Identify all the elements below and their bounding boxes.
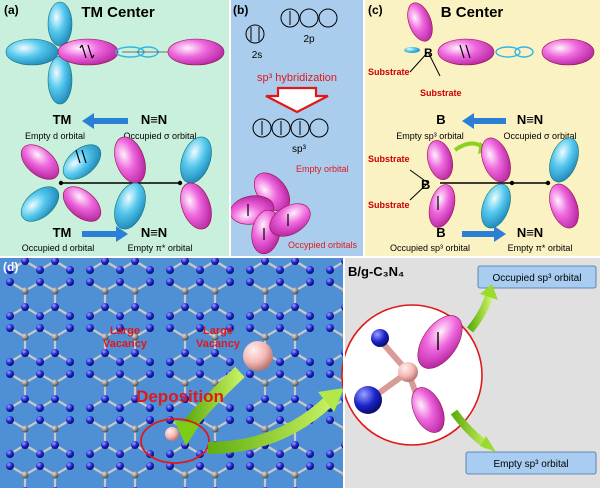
occupied-sp3-box-label: Occupied sp³ orbital	[493, 273, 582, 284]
nn-label-1: N≡N	[141, 112, 167, 127]
electron-config-ground	[245, 8, 338, 44]
panel-d-tag: (d)	[3, 260, 18, 274]
nn-label-c2: N≡N	[517, 225, 543, 240]
hybrid-arrow	[265, 86, 329, 114]
n2-sigma-orbital-c	[437, 38, 595, 66]
arrow-to-occupied-head	[480, 284, 498, 300]
caption-occupied-sigma: Occupied σ orbital	[123, 131, 196, 141]
caption-occupied-sp3: Occupied sp³ orbital	[390, 243, 470, 253]
sp3-orbital-icon	[229, 172, 311, 255]
caption-empty-d: Empty d orbital	[25, 131, 85, 141]
n2-sigma-orbital	[57, 38, 225, 66]
panel-b-tag: (b)	[233, 3, 248, 17]
label-sp3: sp³	[292, 144, 307, 155]
label-2p: 2p	[303, 34, 315, 45]
tm-label-2: TM	[53, 225, 72, 240]
substrate-2: Substrate	[420, 88, 462, 98]
substrate-1: Substrate	[368, 67, 410, 77]
b-sp3-empty-orbital	[404, 2, 441, 77]
d-orbital-occupied	[20, 144, 180, 222]
b-label-2: B	[436, 225, 445, 240]
n2-pi-star-orbital	[114, 136, 212, 230]
panel-a-title: TM Center	[81, 4, 155, 21]
panel-a-tag: (a)	[4, 3, 19, 17]
hybrid-title: sp³ hybridization	[257, 72, 337, 84]
b-atom-2: B	[421, 177, 430, 192]
vacancy-1-line1: Large	[110, 325, 140, 337]
caption-empty-sp3: Empty sp³ orbital	[396, 131, 464, 141]
substrate-3: Substrate	[368, 154, 410, 164]
arrow-right-c2	[462, 226, 506, 242]
caption-occupied-sigma-c: Occupied σ orbital	[503, 131, 576, 141]
arrow-right-2	[82, 226, 128, 242]
arrow-left-1	[82, 113, 128, 129]
panel-c-title: B Center	[441, 4, 504, 21]
panel-e-title: B/g-C₃N₄	[348, 264, 404, 279]
caption-occupied-d: Occupied d orbital	[22, 243, 95, 253]
panel-c-tag: (c)	[368, 3, 383, 17]
nn-label-c1: N≡N	[517, 112, 543, 127]
label-occupied-orbitals: Occypied orbitals	[288, 240, 358, 250]
tm-label-1: TM	[53, 112, 72, 127]
boron-atom-deposited	[165, 427, 179, 441]
deposition-arrow-head	[174, 420, 200, 446]
b-label-1: B	[436, 112, 445, 127]
caption-empty-pi-c: Empty π* orbital	[508, 243, 573, 253]
zoom-arrow	[207, 395, 335, 454]
occupied-sp3-box	[477, 265, 597, 289]
caption-empty-pi: Empty π* orbital	[128, 243, 193, 253]
label-2s: 2s	[252, 50, 263, 61]
empty-sp3-box	[465, 451, 597, 475]
n2-pi-star-orbital-c	[481, 137, 579, 229]
panel-d-lattice	[0, 257, 344, 488]
nn-label-2: N≡N	[141, 225, 167, 240]
boron-atom-falling	[243, 341, 273, 371]
substrate-4: Substrate	[368, 200, 410, 210]
vacancy-1-line2: Vacancy	[103, 338, 148, 350]
b-site-zoom	[354, 315, 463, 433]
deposit-site-ring	[140, 418, 210, 464]
vacancy-2-line2: Vacancy	[196, 338, 241, 350]
electron-config-sp3	[252, 118, 329, 138]
b-atom-1: B	[424, 46, 433, 60]
label-empty-orbital: Empty orbital	[296, 164, 349, 174]
deposition-label: Deposition	[136, 387, 224, 406]
vacancy-2-line1: Large	[203, 325, 233, 337]
arrow-to-empty-head	[480, 436, 496, 452]
empty-sp3-box-label: Empty sp³ orbital	[493, 459, 568, 470]
zoom-arrow-head	[318, 388, 344, 412]
arrow-left-c1	[462, 113, 506, 129]
